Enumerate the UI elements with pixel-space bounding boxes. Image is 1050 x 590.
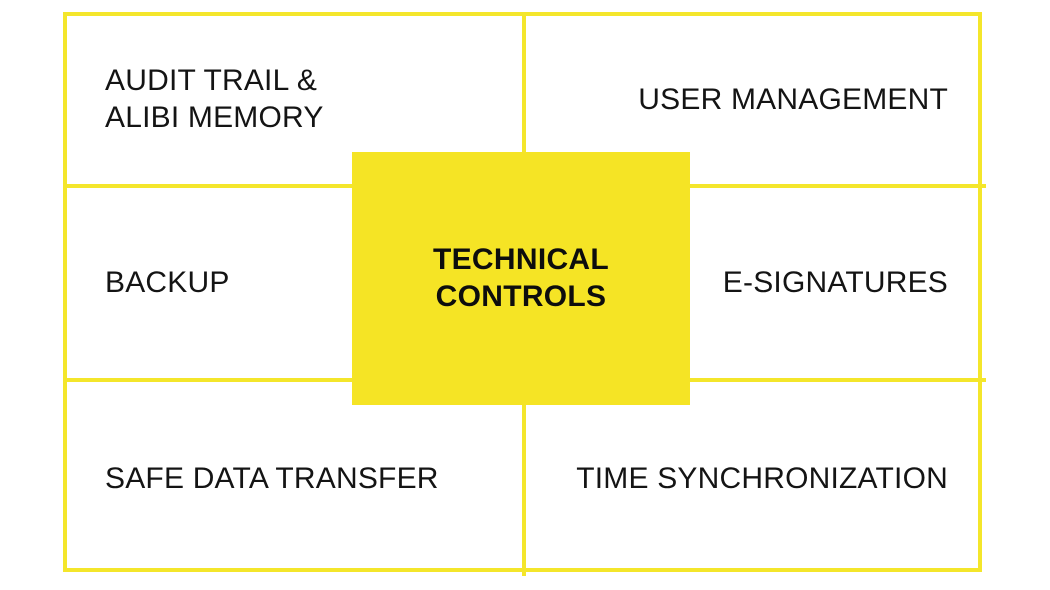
cell-e-signatures: E-SIGNATURES (526, 188, 986, 382)
cell-label-time-synchronization: TIME SYNCHRONIZATION (576, 461, 948, 495)
cell-label-safe-data-transfer: SAFE DATA TRANSFER (105, 461, 439, 495)
center-block-technical-controls: TECHNICAL CONTROLS (352, 152, 690, 405)
diagram-grid: AUDIT TRAIL & ALIBI MEMORY USER MANAGEME… (63, 12, 986, 576)
cell-label-e-signatures: E-SIGNATURES (722, 265, 948, 299)
center-block-title: TECHNICAL CONTROLS (432, 242, 610, 313)
cell-backup: BACKUP (67, 188, 526, 382)
cell-time-synchronization: TIME SYNCHRONIZATION (526, 382, 986, 576)
cell-safe-data-transfer: SAFE DATA TRANSFER (67, 382, 526, 576)
cell-label-user-management: USER MANAGEMENT (638, 82, 948, 116)
cell-audit-trail-alibi-memory: AUDIT TRAIL & ALIBI MEMORY (67, 16, 526, 188)
cell-user-management: USER MANAGEMENT (526, 16, 986, 188)
cell-label-backup: BACKUP (105, 265, 230, 299)
cell-label-audit-trail-alibi-memory: AUDIT TRAIL & ALIBI MEMORY (105, 64, 324, 134)
